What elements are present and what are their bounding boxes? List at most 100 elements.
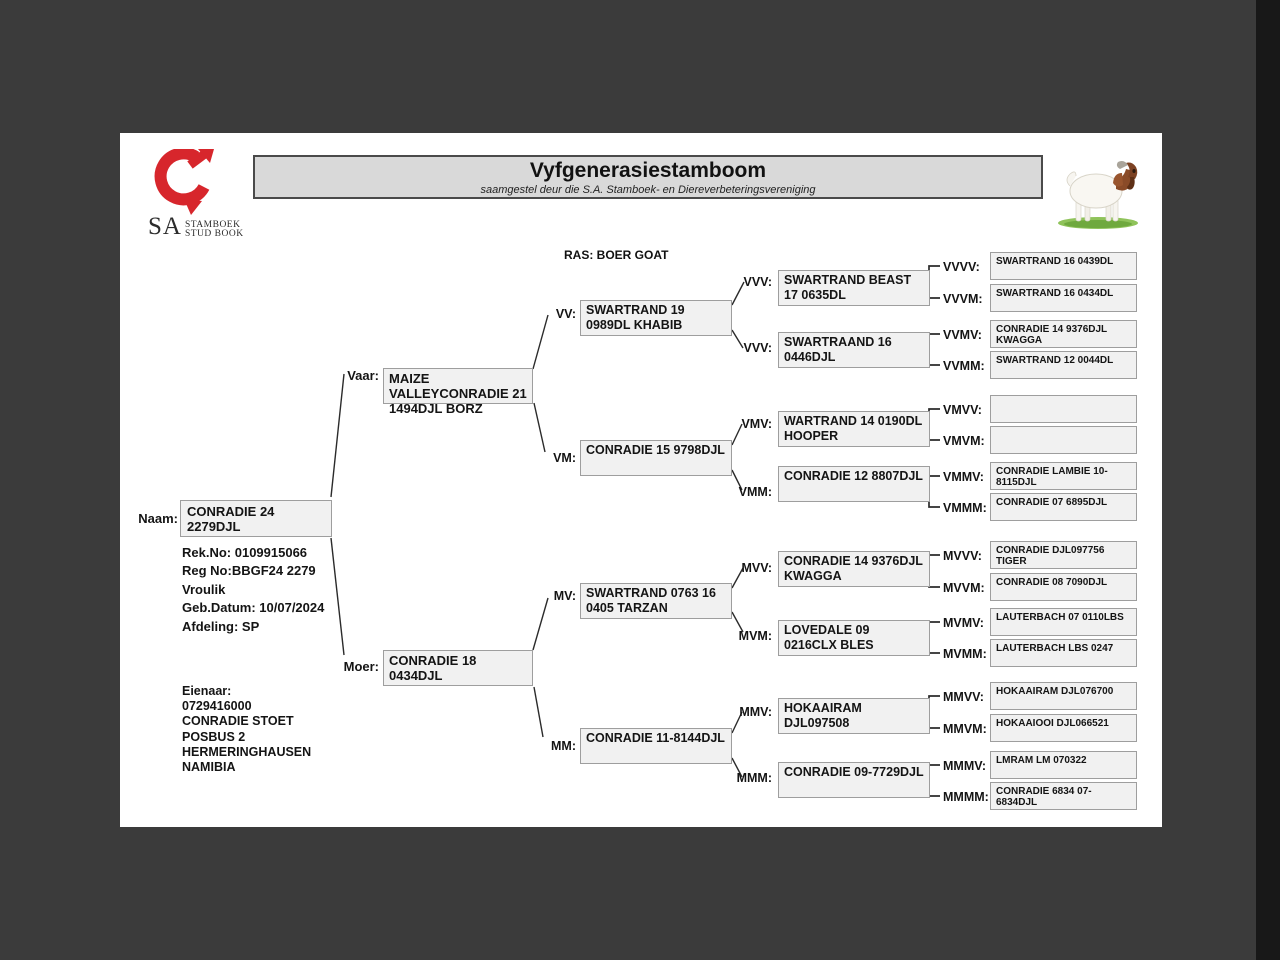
pedigree-label-vmvv: VMVV:: [943, 403, 982, 417]
pedigree-box-mmmv: LMRAM LM 070322: [990, 751, 1137, 779]
pedigree-box-mvvv: CONRADIE DJL097756 TIGER: [990, 541, 1137, 569]
pedigree-label-vmmv: VMMV:: [943, 470, 984, 484]
pedigree-name-mmmm: CONRADIE 6834 07-6834DJL: [996, 786, 1092, 808]
pedigree-box-mv: SWARTRAND 0763 16 0405 TARZAN: [580, 583, 732, 619]
pedigree-box-mmvm: HOKAAIOOI DJL066521: [990, 714, 1137, 742]
pedigree-name-mmm: CONRADIE 09-7729DJL: [784, 765, 924, 779]
pedigree-box-mmmm: CONRADIE 6834 07-6834DJL: [990, 782, 1137, 810]
subject-rek-no: Rek.No: 0109915066: [182, 545, 308, 560]
pedigree-label-vmvm: VMVM:: [943, 434, 985, 448]
pedigree-box-vv: SWARTRAND 19 0989DL KHABIB: [580, 300, 732, 336]
pedigree-box-vaar: MAIZE VALLEYCONRADIE 21 1494DJL BORZ: [383, 368, 533, 416]
pedigree-name-vvmv: CONRADIE 14 9376DJL KWAGGA: [996, 324, 1107, 346]
pedigree-box-mvm: LOVEDALE 09 0216CLX BLES: [778, 620, 930, 656]
pedigree-label-mmmm: MMMM:: [943, 790, 989, 804]
pedigree-name-mvmm: LAUTERBACH LBS 0247: [996, 643, 1114, 654]
pedigree-label-vm: VM:: [553, 451, 576, 465]
pedigree-label-mmmv: MMMV:: [943, 759, 987, 773]
pedigree-name-vvvm: SWARTRAND 16 0434DL: [996, 288, 1114, 299]
pedigree-box-vvvv: SWARTRAND 16 0439DL: [990, 252, 1137, 280]
pedigree-box-vmv: WARTRAND 14 0190DL HOOPER: [778, 411, 930, 447]
logo-stamboek-text: STAMBOEK: [184, 219, 241, 230]
pedigree-name-mm: CONRADIE 11-8144DJL: [586, 731, 725, 745]
pedigree-label-mmvv: MMVV:: [943, 690, 984, 704]
owner-address-line2: HERMERINGHAUSEN: [182, 744, 312, 759]
pedigree-name-vaar: MAIZE VALLEYCONRADIE 21 1494DJL BORZ: [389, 371, 527, 416]
owner-address-line1: POSBUS 2: [182, 729, 246, 744]
pedigree-label-mvv: MVV:: [741, 561, 772, 575]
pedigree-label-vmmm: VMMM:: [943, 501, 987, 515]
pedigree-label-vmv: VMV:: [741, 417, 772, 431]
pedigree-label-vaar: Vaar:: [347, 368, 379, 383]
pedigree-box-mm: CONRADIE 11-8144DJL: [580, 728, 732, 764]
pedigree-label-mvmv: MVMV:: [943, 616, 984, 630]
subject-section: Afdeling: SP: [182, 618, 260, 634]
pedigree-name-vmm: CONRADIE 12 8807DJL: [784, 469, 923, 483]
pedigree-name-mmv: HOKAAIRAM DJL097508: [784, 701, 862, 730]
pedigree-name-mvv: CONRADIE 14 9376DJL KWAGGA: [784, 554, 923, 583]
pedigree-label-vvv1: VVV:: [743, 275, 773, 289]
page-title: Vyfgenerasiestamboom: [529, 159, 767, 182]
pedigree-label-vvvm: VVVM:: [943, 292, 983, 306]
pedigree-name-vvv1: SWARTRAND BEAST 17 0635DL: [784, 273, 912, 302]
pedigree-label-mmvm: MMVM:: [943, 722, 987, 736]
pedigree-name-vvmm: SWARTRAND 12 0044DL: [996, 355, 1114, 366]
pedigree-name-mv: SWARTRAND 0763 16 0405 TARZAN: [586, 586, 716, 615]
sa-stamboek-logo-icon: [154, 147, 214, 215]
owner-country: NAMIBIA: [182, 760, 236, 775]
pedigree-label-vv: VV:: [555, 307, 576, 321]
pedigree-box-mmv: HOKAAIRAM DJL097508: [778, 698, 930, 734]
pedigree-label-mv: MV:: [553, 589, 576, 603]
pedigree-box-vmmv: CONRADIE LAMBIE 10-8115DJL: [990, 462, 1137, 490]
pedigree-label-vvv2: VVV:: [743, 341, 773, 355]
pedigree-box-mvv: CONRADIE 14 9376DJL KWAGGA: [778, 551, 930, 587]
pedigree-label-vvvv: VVVV:: [943, 260, 980, 274]
pedigree-box-vvvm: SWARTRAND 16 0434DL: [990, 284, 1137, 312]
pedigree-label-mvmm: MVMM:: [943, 647, 987, 661]
pedigree-label-vmm: VMM:: [738, 485, 772, 499]
subject-name-box: CONRADIE 24 2279DJL: [180, 500, 332, 537]
pedigree-box-mmm: CONRADIE 09-7729DJL: [778, 762, 930, 798]
subject-name-label: Naam:: [138, 511, 178, 526]
subject-reg-no: Reg No:BBGF24 2279: [182, 563, 316, 579]
page-subtitle: saamgestel deur die S.A. Stamboek- en Di…: [480, 184, 816, 196]
pedigree-name-vmmv: CONRADIE LAMBIE 10-8115DJL: [996, 466, 1108, 488]
owner-stud-name: CONRADIE STOET: [182, 714, 294, 729]
pedigree-label-mvvm: MVVM:: [943, 581, 985, 595]
owner-phone: 0729416000: [182, 699, 252, 714]
subject-details: Rek.No: 0109915066 Reg No:BBGF24 2279 Vr…: [182, 544, 324, 636]
pedigree-box-moer: CONRADIE 18 0434DJL: [383, 650, 533, 686]
pedigree-label-mvm: MVM:: [738, 629, 772, 643]
pedigree-name-vmmm: CONRADIE 07 6895DJL: [996, 497, 1108, 508]
pedigree-name-vmv: WARTRAND 14 0190DL HOOPER: [784, 414, 923, 443]
pedigree-box-mvmv: LAUTERBACH 07 0110LBS: [990, 608, 1137, 636]
subject-sex: Vroulik: [182, 581, 226, 597]
pedigree-name-vm: CONRADIE 15 9798DJL: [586, 443, 725, 457]
pedigree-label-vvmv: VVMV:: [943, 328, 982, 342]
viewer-right-gutter: [1256, 0, 1280, 960]
pedigree-name-vv: SWARTRAND 19 0989DL KHABIB: [586, 303, 685, 332]
boer-goat-illustration: [1058, 161, 1138, 229]
pedigree-label-mm: MM:: [551, 739, 576, 753]
pedigree-name-mvvv: CONRADIE DJL097756 TIGER: [996, 545, 1105, 567]
pedigree-box-vmmm: CONRADIE 07 6895DJL: [990, 493, 1137, 521]
pedigree-name-vvv2: SWARTRAAND 16 0446DJL: [784, 335, 892, 364]
pedigree-name-mmmv: LMRAM LM 070322: [996, 755, 1087, 766]
pedigree-box-mvmm: LAUTERBACH LBS 0247: [990, 639, 1137, 667]
owner-heading: Eienaar:: [182, 684, 232, 698]
logo-studbook-text: STUD BOOK: [184, 229, 244, 239]
pedigree-box-mmvv: HOKAAIRAM DJL076700: [990, 682, 1137, 710]
pedigree-name-moer: CONRADIE 18 0434DJL: [389, 653, 477, 683]
subject-birth-date: Geb.Datum: 10/07/2024: [182, 600, 325, 616]
subject-name: CONRADIE 24 2279DJL: [187, 503, 275, 534]
pedigree-label-mmv: MMV:: [739, 705, 772, 719]
owner-details: Eienaar: 0729416000 CONRADIE STOET POSBU…: [182, 684, 311, 775]
pedigree-box-vvv1: SWARTRAND BEAST 17 0635DL: [778, 270, 930, 306]
pedigree-name-mmvm: HOKAAIOOI DJL066521: [996, 718, 1109, 729]
breed-label: RAS: BOER GOAT: [564, 248, 669, 262]
title-banner: Vyfgenerasiestamboom saamgestel deur die…: [253, 155, 1043, 199]
